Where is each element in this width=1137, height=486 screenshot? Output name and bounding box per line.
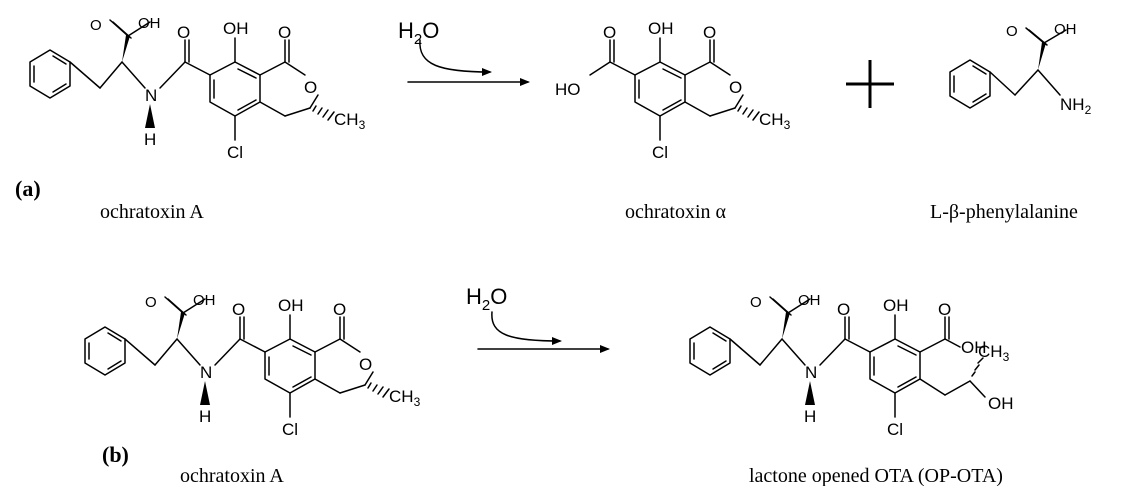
methyl-label: CH3 [759,110,791,132]
op-ota-structure: O OH N H O OH O OH Cl CH3 OH [689,292,1014,439]
amide-h-label: H [199,407,211,426]
methyl-label: CH3 [389,387,421,409]
panel-b-label: (b) [102,442,129,467]
acid-ho-label: HO [555,80,581,99]
methyl-label: CH3 [978,342,1010,364]
plus-sign [846,60,894,108]
caption-ochratoxin-alpha: ochratoxin α [625,201,727,223]
acid-carbonyl-o-label: O [938,300,951,319]
caption-ochratoxin-a-1: ochratoxin A [100,201,204,223]
phenol-oh-label: OH [278,296,304,315]
amide-n-label: N [200,363,212,382]
amide-o-label: O [232,300,245,319]
water-reagent-a: H2O [398,18,439,48]
caption-phenylalanine: L-β-phenylalanine [930,201,1078,223]
acid-oh-label: OH [798,292,821,309]
reaction-arrow-a: H2O [398,18,530,86]
phenol-oh-label: OH [648,19,674,38]
chlorine-label: Cl [887,420,903,439]
lactone-ring-o-label: O [729,78,742,97]
amide-h-label: H [144,130,156,149]
phenol-oh-label: OH [883,296,909,315]
lactone-ring-o-label: O [359,355,372,374]
amide-o-label: O [837,300,850,319]
carbonyl-o-label: O [145,294,157,311]
chlorine-label: Cl [282,420,298,439]
caption-ochratoxin-a-2: ochratoxin A [180,465,284,486]
acid-oh-label: OH [193,292,216,309]
acid-oh-label: OH [1054,21,1077,38]
phenylalanine-structure: O OH NH2 [949,21,1092,117]
acid-o-label: O [603,23,616,42]
caption-op-ota: lactone opened OTA (OP-OTA) [749,465,1003,486]
amide-o-label: O [177,23,190,42]
amide-h-label: H [804,407,816,426]
alcohol-oh-label: OH [988,394,1014,413]
amine-label: NH2 [1060,95,1092,117]
chlorine-label: Cl [227,143,243,162]
carbonyl-o-label: O [90,17,102,34]
ochratoxin-alpha-structure: HO O OH O O Cl CH3 [555,19,791,162]
amide-n-label: N [145,86,157,105]
panel-a-label: (a) [15,176,41,201]
phenol-oh-label: OH [223,19,249,38]
amide-n-label: N [805,363,817,382]
carbonyl-o-label: O [750,294,762,311]
lactone-carbonyl-o-label: O [278,23,291,42]
acid-oh-label: OH [138,15,161,32]
ochratoxin-a-structure-a: O OH N H O OH O O Cl CH3 [29,15,366,162]
carbonyl-o-label: O [1006,23,1018,40]
methyl-label: CH3 [334,110,366,132]
chlorine-label: Cl [652,143,668,162]
lactone-ring-o-label: O [304,78,317,97]
lactone-carbonyl-o-label: O [333,300,346,319]
ochratoxin-a-structure-b: O OH N H O OH O O Cl CH3 [84,292,421,439]
water-reagent-b: H2O [466,284,507,314]
acid-oh-label-2: OH [961,338,987,357]
reaction-arrow-b: H2O [466,284,610,353]
lactone-carbonyl-o-label: O [703,23,716,42]
